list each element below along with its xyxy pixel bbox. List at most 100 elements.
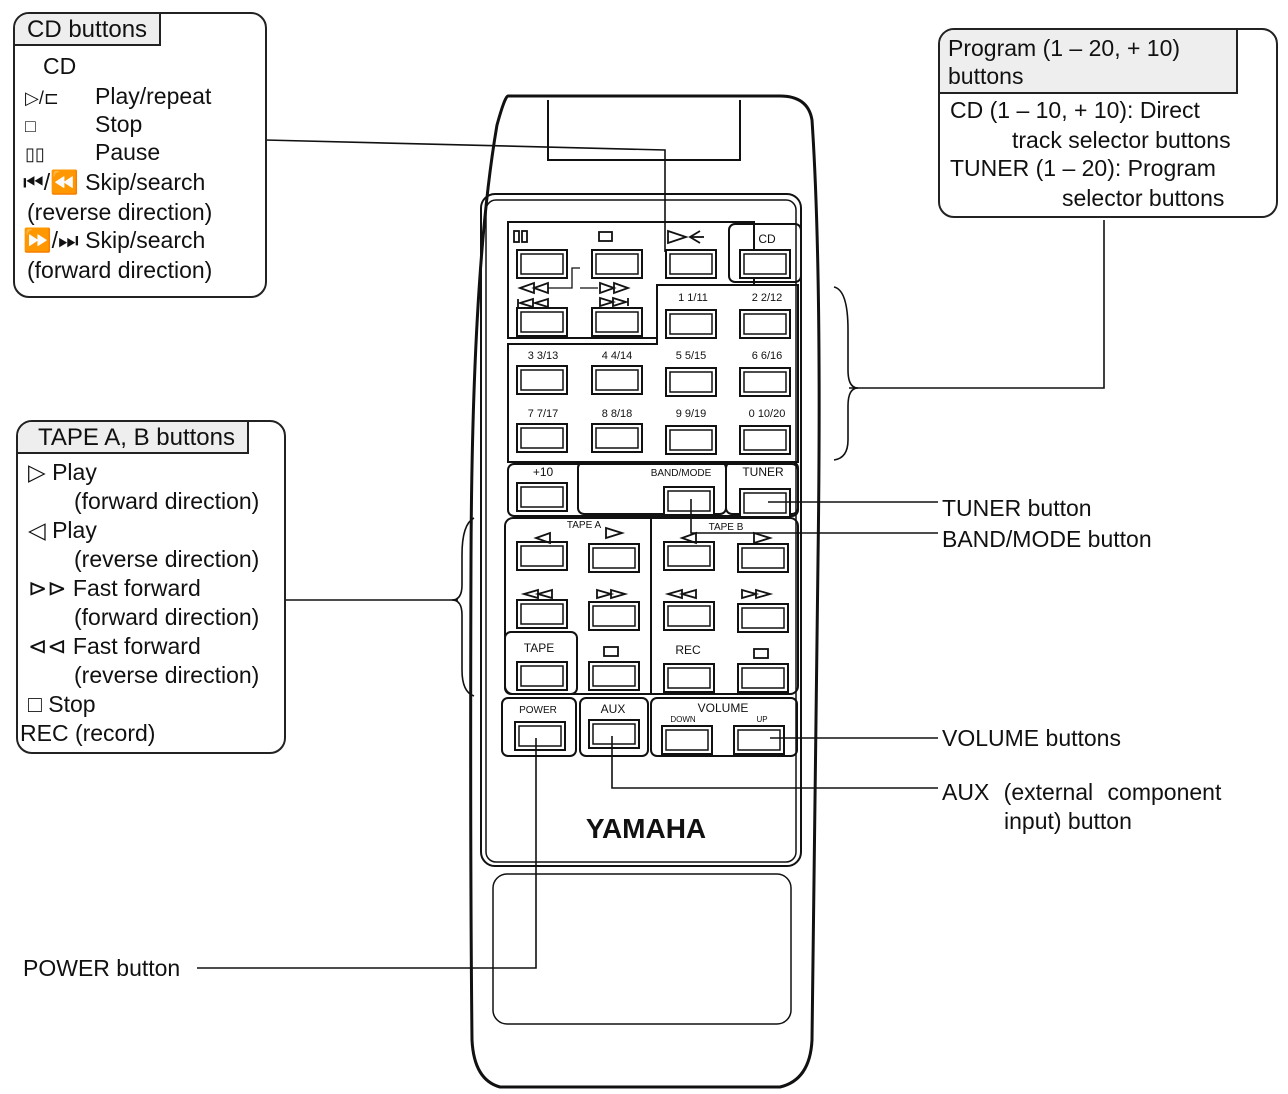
num-2-button-inner — [743, 313, 787, 335]
tape-b-ff-icon — [741, 588, 774, 600]
remote-buttons — [514, 249, 791, 755]
tape-buttons-line-6: (forward direction) — [74, 604, 260, 630]
cd-pause-button-inner — [520, 253, 564, 275]
tape-buttons-line-1: ▷ Play — [28, 459, 97, 485]
tuner-button-label: TUNER button — [942, 495, 1092, 521]
aux-label: AUX — [601, 702, 626, 716]
cd-buttons-line-3: □Stop — [25, 110, 142, 140]
cd-line-text: Pause — [95, 139, 161, 165]
leader-lines — [197, 139, 1105, 969]
cd-buttons-line-8: (forward direction) — [27, 256, 212, 284]
volume-down-label: DOWN — [670, 715, 696, 724]
tape-buttons-line-7: ⊲⊲ Fast forward — [28, 633, 201, 659]
band-mode-label: BAND/MODE — [651, 468, 712, 479]
num-8-button-inner — [595, 427, 639, 449]
plus10-button-inner — [520, 486, 564, 508]
cd-icons — [513, 229, 774, 659]
cd-buttons-line-2: ▷/⊏ Play/repeat — [25, 82, 211, 112]
cd-line-text: CD — [43, 53, 77, 79]
stop-icon — [598, 231, 613, 242]
num-1-label: 1 1/11 — [678, 292, 708, 304]
tape-buttons-title: TAPE A, B buttons — [18, 422, 249, 454]
tuner-button-inner — [743, 492, 787, 514]
aux-button-label-line2: input) button — [1004, 808, 1132, 834]
program-line-4: selector buttons — [1062, 185, 1225, 211]
cd-buttons-line-5: ⏮/⏪ Skip/search — [23, 168, 205, 196]
tape-label: TAPE — [524, 641, 554, 655]
aux-button-inner — [592, 723, 636, 745]
button-group-outlines — [501, 221, 802, 757]
num-4-label: 4 4/14 — [602, 350, 633, 362]
volume-buttons-label: VOLUME buttons — [942, 725, 1121, 751]
num-9-label: 9 9/19 — [676, 408, 707, 420]
power-button-inner — [518, 725, 562, 747]
cd-label: CD — [758, 232, 776, 246]
tape-a-stop-icon — [603, 646, 619, 657]
tape-buttons-callout: TAPE A, B buttons ▷ Play (forward directi… — [16, 420, 286, 754]
tape-a-ff-icon — [596, 588, 629, 600]
num-0-label: 0 10/20 — [749, 408, 786, 420]
tape-buttons-line-9: □ Stop — [28, 691, 96, 717]
tape-b-rewind-icon — [664, 588, 697, 600]
volume-down-button-inner — [665, 729, 709, 751]
skip-forward-icon — [599, 296, 630, 308]
tape-a-play-reverse-icon — [533, 531, 551, 545]
num-6-button-inner — [743, 371, 787, 393]
tape-b-stop-icon — [753, 648, 769, 659]
tape-buttons-line-4: (reverse direction) — [74, 546, 260, 572]
num-7-label: 7 7/17 — [528, 408, 559, 420]
tape-b-play-forward-button-inner — [741, 547, 785, 569]
tape-b-play-reverse-button-inner — [667, 545, 711, 567]
num-5-button-inner — [669, 371, 713, 393]
tape-b-label: TAPE B — [709, 522, 744, 533]
tape-a-ff-button-inner — [592, 605, 636, 627]
tape-buttons-line-8: (reverse direction) — [74, 662, 260, 688]
volume-up-button-inner — [737, 729, 781, 751]
cd-skip-forward-button-inner — [595, 311, 639, 333]
tape-b-rewind-button-inner — [667, 605, 711, 627]
tape-button-inner — [520, 665, 564, 687]
remote-control — [469, 94, 821, 1089]
power-label: POWER — [519, 705, 557, 716]
cd-buttons-line-6: (reverse direction) — [27, 198, 212, 226]
num-5-label: 5 5/15 — [676, 350, 707, 362]
tape-b-play-reverse-icon — [679, 531, 697, 545]
tape-buttons-line-3: ◁ Play — [28, 517, 97, 543]
program-line-3: TUNER (1 – 20): Program — [950, 155, 1216, 181]
program-title-line2: buttons — [948, 63, 1024, 89]
play-icon — [667, 229, 689, 245]
cd-buttons-title: CD buttons — [15, 14, 162, 46]
cd-line-text: ⏩/⏭ Skip/search — [23, 227, 206, 253]
cd-line-text: ⏮/⏪ Skip/search — [23, 169, 206, 195]
cd-play-button-inner — [669, 253, 713, 275]
cd-line-text: Stop — [95, 111, 143, 137]
num-3-label: 3 3/13 — [528, 350, 559, 362]
cd-buttons-line-4: ▯▯ Pause — [25, 138, 160, 168]
tape-a-rewind-button-inner — [520, 603, 564, 625]
cd-line-text: (forward direction) — [27, 257, 213, 283]
num-8-label: 8 8/18 — [602, 408, 633, 420]
num-0-button-inner — [743, 429, 787, 451]
tape-a-rewind-icon — [520, 588, 553, 600]
search-reverse-icon — [517, 281, 549, 295]
cd-line-symbol: ▷/⊏ — [25, 88, 59, 108]
cd-buttons-callout: CD buttons CD ▷/⊏ Play/repeat□Stop ▯▯ Pause ⏮… — [13, 12, 267, 298]
volume-up-label: UP — [756, 715, 767, 724]
num-3-button-inner — [520, 369, 564, 391]
cd-line-text: Play/repeat — [95, 83, 212, 109]
tape-a-play-forward-button-inner — [592, 547, 636, 569]
tape-buttons-line-5: ⊳⊳ Fast forward — [28, 575, 201, 601]
volume-label: VOLUME — [698, 701, 749, 715]
tape-b-play-forward-icon — [753, 531, 774, 545]
cd-skip-reverse-button-inner — [520, 311, 564, 333]
tape-a-stop-button-inner — [592, 665, 636, 687]
plus10-label: +10 — [533, 465, 554, 479]
program-title-line1: Program (1 – 20, + 10) — [948, 35, 1181, 61]
rec-label: REC — [675, 643, 701, 657]
cd-button-inner — [743, 253, 787, 275]
cd-line-symbol: ▯▯ — [25, 144, 45, 164]
search-forward-icon — [599, 281, 631, 295]
band-mode-button-inner — [667, 490, 711, 512]
